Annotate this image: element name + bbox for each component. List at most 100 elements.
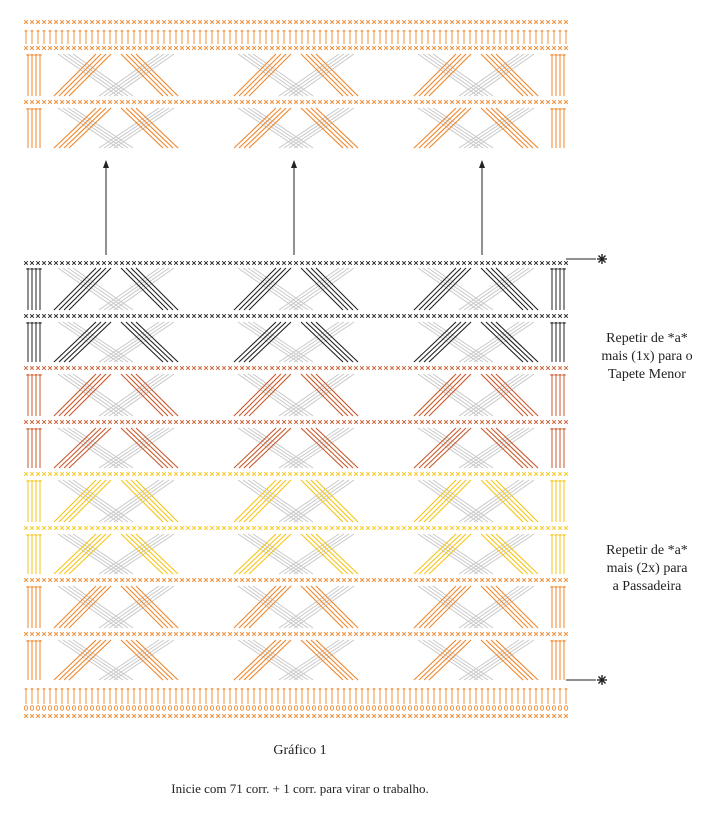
single-crochet-x-icon xyxy=(125,631,131,637)
single-crochet-x-icon xyxy=(419,471,425,477)
double-crochet-icon xyxy=(485,585,529,629)
single-crochet-x-icon xyxy=(551,45,557,51)
single-crochet-x-icon xyxy=(509,45,515,51)
double-crochet-icon xyxy=(68,267,112,311)
double-crochet-icon xyxy=(252,427,314,469)
double-crochet-icon xyxy=(423,107,467,149)
double-crochet-icon xyxy=(315,267,359,311)
double-crochet-icon xyxy=(490,53,534,97)
single-crochet-x-icon xyxy=(185,260,191,266)
double-crochet-icon xyxy=(252,479,314,523)
single-crochet-x-icon xyxy=(473,631,479,637)
single-crochet-x-icon xyxy=(401,99,407,105)
single-crochet-x-icon xyxy=(509,631,515,637)
single-crochet-x-icon xyxy=(257,260,263,266)
double-crochet-icon xyxy=(413,373,457,417)
double-crochet-icon xyxy=(485,373,529,417)
single-crochet-x-icon xyxy=(221,713,227,719)
single-crochet-x-icon xyxy=(311,99,317,105)
double-crochet-icon xyxy=(233,639,277,681)
double-crochet-icon xyxy=(473,321,535,363)
single-crochet-x-icon xyxy=(47,365,53,371)
single-crochet-x-icon xyxy=(65,713,71,719)
double-crochet-icon xyxy=(310,639,354,681)
double-crochet-icon xyxy=(62,533,124,575)
single-crochet-x-icon xyxy=(329,99,335,105)
single-crochet-x-icon xyxy=(143,365,149,371)
single-crochet-x-icon xyxy=(467,713,473,719)
single-crochet-x-icon xyxy=(365,99,371,105)
single-crochet-x-icon xyxy=(275,45,281,51)
single-crochet-x-icon xyxy=(125,471,131,477)
single-crochet-x-icon xyxy=(125,365,131,371)
double-crochet-icon xyxy=(135,53,179,97)
single-crochet-x-icon xyxy=(389,19,395,25)
single-crochet-x-icon xyxy=(23,631,29,637)
single-crochet-x-icon xyxy=(389,99,395,105)
chart-title: Gráfico 1 xyxy=(273,743,327,758)
double-crochet-icon xyxy=(473,427,535,469)
double-crochet-icon xyxy=(283,53,345,97)
marker-star-icon xyxy=(597,254,607,264)
chain-stitch-icon xyxy=(101,705,107,711)
single-crochet-x-icon xyxy=(197,45,203,51)
single-crochet-x-icon xyxy=(113,419,119,425)
double-crochet-icon xyxy=(53,53,97,97)
double-crochet-icon xyxy=(120,373,164,417)
chain-stitch-icon xyxy=(437,705,443,711)
sc-row xyxy=(23,260,569,266)
single-crochet-x-icon xyxy=(341,577,347,583)
double-crochet-icon xyxy=(120,107,164,149)
chain-stitch-icon xyxy=(227,705,233,711)
single-crochet-x-icon xyxy=(557,525,563,531)
single-crochet-x-icon xyxy=(155,713,161,719)
single-crochet-x-icon xyxy=(203,525,209,531)
single-crochet-x-icon xyxy=(137,99,143,105)
single-crochet-x-icon xyxy=(149,45,155,51)
single-crochet-x-icon xyxy=(485,471,491,477)
stitch-band xyxy=(26,639,566,681)
double-crochet-icon xyxy=(252,533,314,575)
single-crochet-x-icon xyxy=(221,45,227,51)
single-crochet-x-icon xyxy=(359,525,365,531)
double-crochet-icon xyxy=(98,585,160,629)
stitch-band xyxy=(26,267,566,311)
single-crochet-x-icon xyxy=(305,99,311,105)
single-crochet-x-icon xyxy=(137,577,143,583)
single-crochet-x-icon xyxy=(83,45,89,51)
stitch-band xyxy=(26,479,566,523)
single-crochet-x-icon xyxy=(167,45,173,51)
single-crochet-x-icon xyxy=(239,713,245,719)
single-crochet-x-icon xyxy=(563,471,569,477)
double-crochet-icon xyxy=(300,267,344,311)
double-crochet-icon xyxy=(130,585,174,629)
single-crochet-x-icon xyxy=(89,471,95,477)
single-crochet-x-icon xyxy=(527,577,533,583)
chain-stitch-icon xyxy=(359,705,365,711)
sc-row xyxy=(23,313,569,319)
double-crochet-icon xyxy=(238,585,282,629)
double-crochet-icon xyxy=(72,373,134,417)
sc-row xyxy=(23,631,569,637)
single-crochet-x-icon xyxy=(563,631,569,637)
single-crochet-x-icon xyxy=(131,260,137,266)
double-crochet-icon xyxy=(63,479,107,523)
single-crochet-x-icon xyxy=(113,577,119,583)
single-crochet-x-icon xyxy=(203,577,209,583)
double-crochet-icon xyxy=(432,427,494,469)
single-crochet-x-icon xyxy=(125,419,131,425)
double-crochet-icon xyxy=(463,427,525,469)
single-crochet-x-icon xyxy=(293,313,299,319)
double-crochet-icon xyxy=(278,373,340,417)
double-crochet-icon xyxy=(413,533,457,575)
single-crochet-x-icon xyxy=(281,713,287,719)
double-crochet-icon xyxy=(243,427,287,469)
single-crochet-x-icon xyxy=(215,525,221,531)
single-crochet-x-icon xyxy=(311,365,317,371)
note-line: Repetir de *a* xyxy=(606,331,688,346)
double-crochet-icon xyxy=(490,585,534,629)
single-crochet-x-icon xyxy=(125,99,131,105)
double-crochet-icon xyxy=(108,373,170,417)
double-crochet-icon xyxy=(458,479,520,523)
sc-row xyxy=(23,365,569,371)
